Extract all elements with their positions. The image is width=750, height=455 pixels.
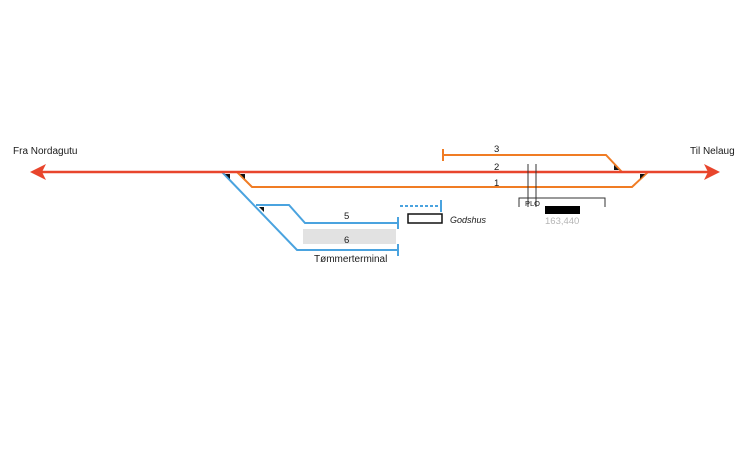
- freight-house-box: [407, 213, 443, 224]
- switch-marker-icon: [225, 174, 230, 179]
- siding-tracks: [221, 171, 442, 256]
- timber-terminal-area: [303, 229, 396, 244]
- track-1-line: [236, 171, 649, 188]
- platform-bracket: [518, 197, 606, 207]
- direction-right-label: Til Nelaug: [690, 146, 735, 157]
- km-marker-bar: [545, 206, 580, 214]
- switch-marker-icon: [614, 165, 619, 170]
- track-label-3: 3: [494, 144, 499, 155]
- switch-marker-icon: [640, 174, 645, 179]
- switch-marker-icon: [240, 174, 245, 179]
- track-6-line: [221, 171, 398, 251]
- switch-marker-icon: [259, 207, 264, 212]
- direction-left-label: Fra Nordagutu: [13, 146, 77, 157]
- timber-terminal-label: Tømmerterminal: [314, 254, 387, 265]
- arrow-right-icon: [704, 164, 720, 180]
- arrow-left-icon: [30, 164, 46, 180]
- track-3-line: [443, 154, 623, 173]
- station-tracks: [236, 149, 649, 188]
- track-label-5: 5: [344, 211, 349, 222]
- track-label-1: 1: [494, 178, 499, 189]
- main-line: [30, 164, 720, 180]
- track-5-line: [256, 204, 398, 224]
- platform-label: PLO: [525, 199, 540, 208]
- freight-house-label: Godshus: [450, 215, 487, 225]
- switch-markers: [225, 165, 645, 212]
- km-marker-label: 163,440: [545, 216, 579, 227]
- track-label-6: 6: [344, 235, 349, 246]
- track-label-2: 2: [494, 162, 499, 173]
- platform-crossing: [518, 164, 606, 207]
